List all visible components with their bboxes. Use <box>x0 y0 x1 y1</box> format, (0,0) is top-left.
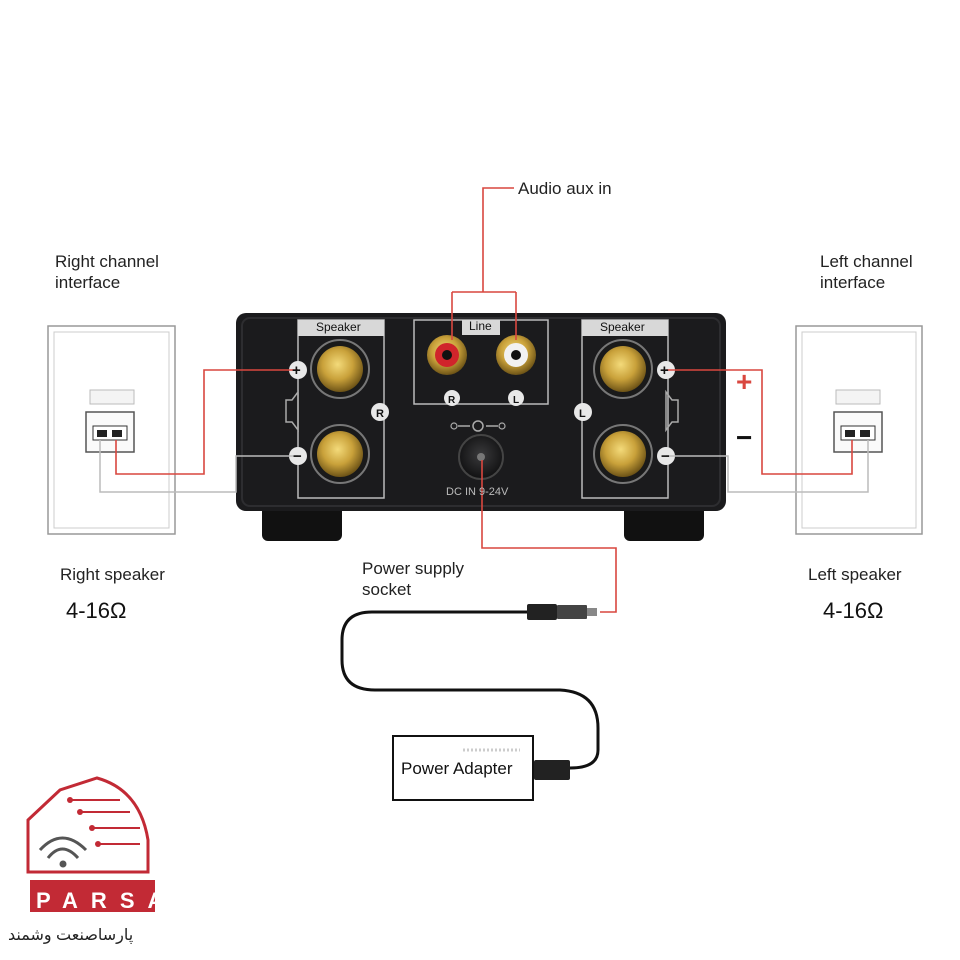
power-adapter-label: Power Adapter <box>401 759 513 778</box>
power-cable <box>340 604 600 780</box>
right-speaker-cabinet <box>47 325 176 535</box>
rca-right-label: R <box>448 395 456 406</box>
left-speaker-cabinet <box>795 325 923 535</box>
parsa-logo-graphic <box>26 776 155 912</box>
plus-sign: + <box>736 366 753 397</box>
parsa-logo-text-fa: پارساصنعت وشمند <box>8 927 134 944</box>
right-channel-badge: R <box>376 408 384 420</box>
rca-left-label: L <box>513 395 520 406</box>
power-adapter-box <box>392 735 534 801</box>
minus-sign: − <box>736 422 753 453</box>
right-speaker-label: Right speaker <box>60 565 165 584</box>
left-channel-interface-label: Left channel interface <box>820 252 913 292</box>
left-speaker-label: Left speaker <box>808 565 902 584</box>
amplifier-back-panel <box>236 313 726 511</box>
left-speaker-impedance: 4-16Ω <box>823 598 884 623</box>
left-plus-mark: + <box>660 362 669 379</box>
right-group-title: Speaker <box>600 320 645 334</box>
right-plus-mark: + <box>292 362 301 379</box>
audio-aux-in-label: Audio aux in <box>518 179 612 198</box>
power-supply-socket-label: Power supply socket <box>362 559 465 599</box>
right-channel-interface-label: Right channel interface <box>55 252 159 292</box>
parsa-logo-text: PARSA <box>36 888 177 913</box>
amplifier-feet <box>262 505 704 541</box>
right-minus-mark: − <box>293 448 302 465</box>
callout-lines <box>115 187 853 613</box>
line-group-title: Line <box>469 319 492 333</box>
dc-in-label: DC IN 9-24V <box>446 486 509 498</box>
right-speaker-impedance: 4-16Ω <box>66 598 127 623</box>
left-group-title: Speaker <box>316 320 361 334</box>
left-minus-mark: − <box>661 448 670 465</box>
left-channel-badge: L <box>579 408 586 420</box>
speaker-return-wires <box>99 440 869 493</box>
